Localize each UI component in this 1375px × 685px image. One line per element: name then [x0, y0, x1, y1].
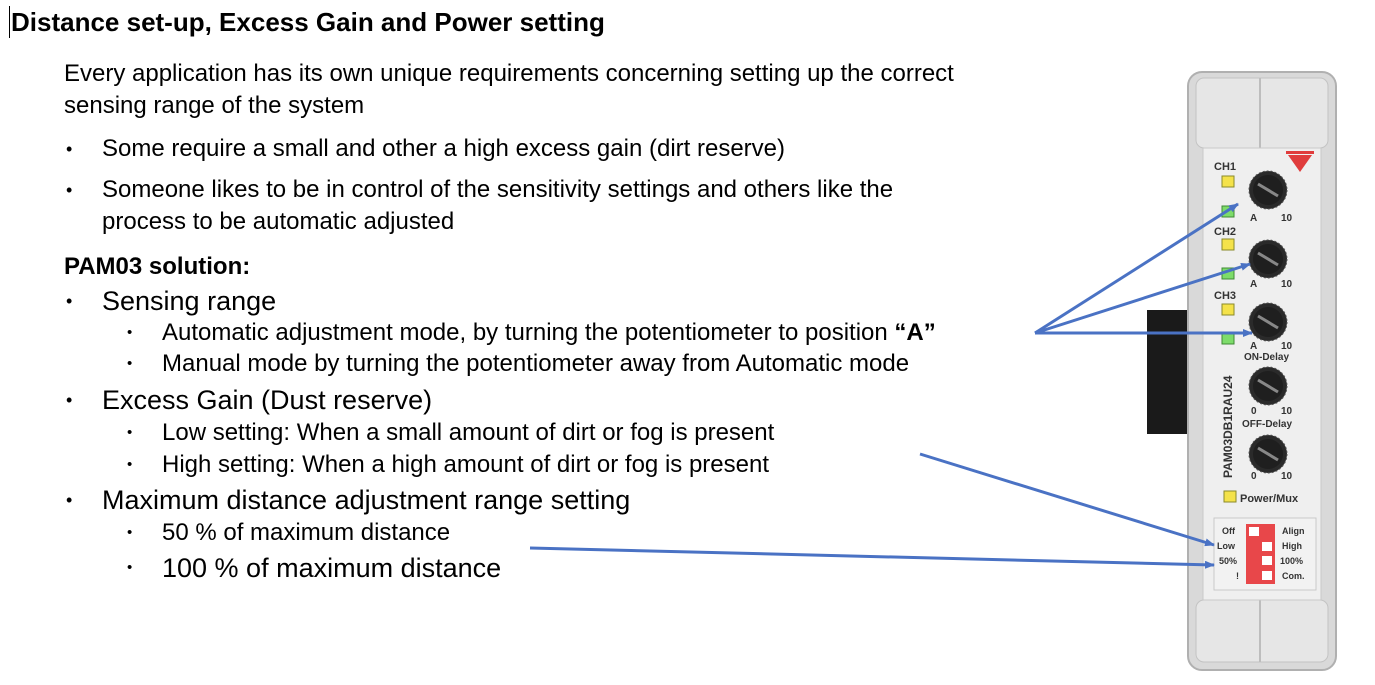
sub-bullet-mark: •: [127, 324, 133, 341]
dip-switch-2[interactable]: [1262, 542, 1272, 551]
section-sensing-range: Sensing range: [102, 286, 277, 316]
power-led: [1223, 490, 1237, 503]
device-bottom-cap: [1195, 599, 1329, 663]
logo-triangle-icon: [1288, 155, 1312, 172]
ch2-potentiometer[interactable]: [1248, 239, 1288, 279]
item-low-setting: Low setting: When a small amount of dirt…: [162, 419, 775, 446]
sub-bullet-mark: •: [127, 424, 133, 441]
ch2-scale-a: A: [1250, 279, 1257, 290]
ch2-yellow-led: [1221, 238, 1235, 251]
dip-left-off: Off: [1222, 526, 1236, 536]
intro-line-1: Every application has its own unique req…: [64, 60, 954, 87]
model-number: PAM03DB1RAU24: [1221, 375, 1235, 478]
page-title: Distance set-up, Excess Gain and Power s…: [9, 6, 605, 38]
item-high-setting: High setting: When a high amount of dirt…: [162, 451, 769, 478]
bullet-excess-gain: Some require a small and other a high ex…: [102, 135, 785, 162]
device-top-cap: [1195, 77, 1329, 149]
dip-switch-1[interactable]: [1249, 527, 1259, 536]
sub-bullet-mark: •: [127, 524, 133, 541]
ch2-scale-10: 10: [1281, 279, 1293, 290]
dip-right-com: Com.: [1282, 571, 1305, 581]
on-delay-scale-10: 10: [1281, 406, 1293, 417]
bullet-mark: •: [66, 490, 73, 510]
bullet-control-line-2: process to be automatic adjusted: [102, 208, 455, 235]
sub-bullet-mark: •: [127, 355, 133, 372]
on-delay-scale-0: 0: [1251, 406, 1257, 417]
arrow-to-ch1-pot: [1034, 202, 1239, 335]
sub-bullet-mark: •: [127, 559, 133, 576]
ch3-potentiometer[interactable]: [1248, 302, 1288, 342]
sub-bullet-mark: •: [127, 456, 133, 473]
dip-right-high: High: [1282, 541, 1302, 551]
ch1-potentiometer[interactable]: [1248, 170, 1288, 210]
off-delay-scale-0: 0: [1251, 471, 1257, 482]
ch3-yellow-led: [1221, 303, 1235, 316]
solution-heading: PAM03 solution:: [64, 253, 251, 280]
on-delay-potentiometer[interactable]: [1248, 366, 1288, 406]
section-excess-gain: Excess Gain (Dust reserve): [102, 385, 433, 415]
ch1-label: CH1: [1214, 161, 1236, 173]
bullet-mark: •: [66, 139, 73, 159]
bullet-control-line-1: Someone likes to be in control of the se…: [102, 176, 894, 203]
side-connector-block: [1147, 310, 1188, 434]
bullet-mark: •: [66, 180, 73, 200]
ch1-scale-10: 10: [1281, 213, 1293, 224]
intro-line-2: sensing range of the system: [64, 92, 365, 119]
section-max-distance: Maximum distance adjustment range settin…: [102, 485, 631, 515]
arrow-to-excess-gain-dip: [919, 452, 1215, 547]
bullet-mark: •: [66, 390, 73, 410]
ch3-green-led: [1221, 332, 1235, 345]
dip-left-bang: !: [1236, 571, 1239, 581]
ch3-scale-a: A: [1250, 341, 1257, 352]
item-automatic-mode: Automatic adjustment mode, by turning th…: [162, 319, 936, 346]
off-delay-label: OFF-Delay: [1242, 419, 1292, 430]
arrow-to-range-dip: [529, 546, 1215, 569]
dip-left-low: Low: [1217, 541, 1236, 551]
position-a-emphasis: “A”: [894, 319, 936, 346]
off-delay-scale-10: 10: [1281, 471, 1293, 482]
ch3-scale-10: 10: [1281, 341, 1293, 352]
power-mux-label: Power/Mux: [1240, 493, 1299, 505]
arrow-to-ch2-pot: [1034, 262, 1251, 335]
item-manual-mode: Manual mode by turning the potentiometer…: [162, 350, 910, 377]
dip-left-50: 50%: [1219, 556, 1237, 566]
ch1-scale-a: A: [1250, 213, 1257, 224]
off-delay-potentiometer[interactable]: [1248, 434, 1288, 474]
item-50-percent: 50 % of maximum distance: [162, 519, 451, 546]
item-100-percent: 100 % of maximum distance: [162, 553, 502, 583]
dip-switch-4[interactable]: [1262, 571, 1272, 580]
ch2-label: CH2: [1214, 226, 1236, 238]
bullet-mark: •: [66, 291, 73, 311]
dip-switch-3[interactable]: [1262, 556, 1272, 565]
dip-right-align: Align: [1282, 526, 1305, 536]
dip-right-100: 100%: [1280, 556, 1303, 566]
ch1-yellow-led: [1221, 175, 1235, 188]
ch3-label: CH3: [1214, 290, 1236, 302]
on-delay-label: ON-Delay: [1244, 352, 1289, 363]
